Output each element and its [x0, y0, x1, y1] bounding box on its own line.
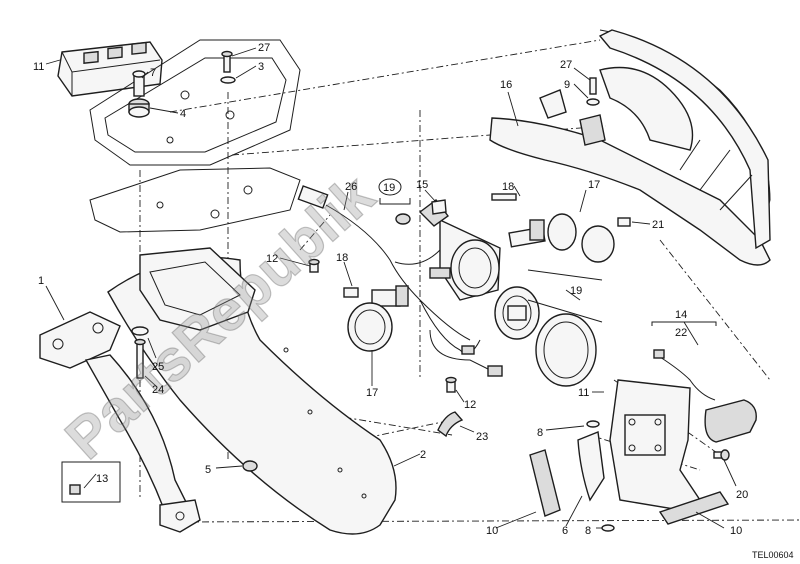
callout-8: 8 — [537, 427, 543, 439]
callout-18: 18 — [336, 252, 348, 264]
grommets-top — [379, 198, 447, 225]
left-indicator — [343, 285, 409, 352]
callout-10: 10 — [730, 525, 742, 537]
screw-24 — [131, 326, 149, 379]
callout-11: 11 — [578, 387, 589, 399]
callout-labels: 11 7 4 27 3 27 9 16 26 19 15 18 17 21 1 … — [33, 42, 748, 537]
callout-1: 1 — [38, 275, 44, 287]
callout-24: 24 — [152, 384, 164, 396]
plate-light — [653, 349, 757, 443]
callout-16: 16 — [500, 79, 512, 91]
reflector-right — [658, 491, 730, 525]
drawing-code: TEL00604 — [752, 550, 794, 560]
callout-19: 19 — [570, 285, 582, 297]
callout-19: 19 — [383, 182, 395, 194]
callout-18: 18 — [502, 181, 514, 193]
license-bracket — [577, 379, 702, 511]
reflector-left — [529, 449, 561, 517]
callout-27: 27 — [258, 42, 270, 54]
screw-top — [220, 50, 236, 84]
callout-12: 12 — [266, 253, 278, 265]
callout-2: 2 — [420, 449, 426, 461]
callout-7: 7 — [150, 67, 156, 79]
license-arm — [39, 311, 201, 533]
spacer-assembly — [128, 70, 150, 118]
callout-4: 4 — [180, 108, 186, 120]
callout-10: 10 — [486, 525, 498, 537]
leader-lines — [45, 47, 737, 529]
callout-17: 17 — [366, 387, 378, 399]
callout-9: 9 — [564, 79, 570, 91]
callout-3: 3 — [258, 61, 264, 73]
callout-23: 23 — [476, 431, 488, 443]
callout-5: 5 — [205, 464, 211, 476]
callout-11: 11 — [33, 61, 44, 73]
right-indicator — [491, 193, 631, 263]
callout-15: 15 — [416, 179, 428, 191]
callout-27: 27 — [560, 59, 572, 71]
screw-20 — [713, 449, 730, 461]
callout-25: 25 — [152, 361, 164, 373]
fastener-box-13 — [61, 461, 121, 503]
callout-26: 26 — [345, 181, 357, 193]
wiring-harness — [297, 185, 503, 377]
circled-callout-19 — [378, 178, 402, 196]
tail-light-assembly — [418, 199, 501, 301]
callout-6: 6 — [562, 525, 568, 537]
control-unit — [57, 41, 163, 97]
rear-mudguard — [107, 247, 397, 535]
drain-hose — [437, 411, 464, 438]
callout-20: 20 — [736, 489, 748, 501]
bolt-12-upper — [308, 258, 320, 273]
callout-13: 13 — [96, 473, 108, 485]
callout-21: 21 — [652, 219, 664, 231]
callout-8: 8 — [585, 525, 591, 537]
callout-22: 22 — [675, 327, 687, 339]
rear-rack — [489, 29, 771, 266]
callout-17: 17 — [588, 179, 600, 191]
tail-lens-set — [494, 269, 603, 387]
callout-14: 14 — [675, 309, 687, 321]
nut-5 — [242, 460, 258, 472]
callout-12: 12 — [464, 399, 476, 411]
bolt-12-lower — [445, 376, 457, 393]
